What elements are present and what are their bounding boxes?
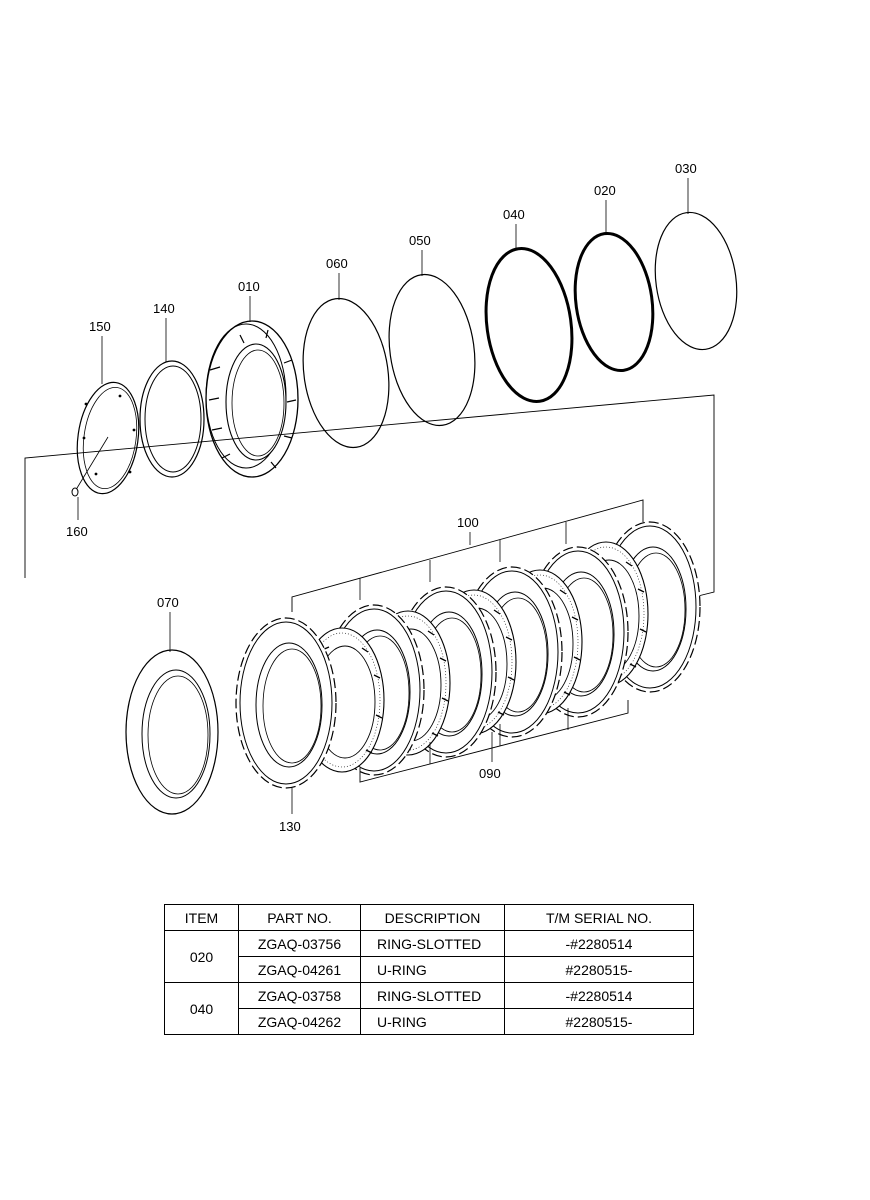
item-cell: 040 [164, 982, 239, 1035]
leader-lines [77, 178, 689, 814]
table-row: 040 ZGAQ-03758 RING-SLOTTED -#2280514 [164, 982, 694, 1035]
callout-140: 140 [153, 301, 175, 316]
part-010-piston [205, 320, 299, 478]
callout-010: 010 [238, 279, 260, 294]
part-020-ring [573, 231, 655, 373]
callout-100: 100 [457, 515, 479, 530]
serial-cell: #2280515- [504, 956, 694, 983]
callout-060: 060 [326, 256, 348, 271]
bracket-100 [291, 499, 644, 612]
serial-cell: -#2280514 [504, 982, 694, 1009]
table-row: 020 ZGAQ-03756 RING-SLOTTED -#2280514 [164, 930, 694, 983]
part-150-plate [76, 381, 140, 495]
description-cell: U-RING [360, 956, 505, 983]
callout-160: 160 [66, 524, 88, 539]
callout-020: 020 [594, 183, 616, 198]
bracket-090-ticks [429, 708, 569, 764]
header-description: DESCRIPTION [360, 904, 505, 931]
part-no-cell: ZGAQ-03758 [238, 982, 361, 1009]
part-050-ring [388, 273, 476, 427]
part-no-cell: ZGAQ-04262 [238, 1008, 361, 1035]
exploded-parts-diagram: 150 140 010 060 050 040 020 030 160 070 … [24, 161, 738, 834]
part-no-cell: ZGAQ-03756 [238, 930, 361, 957]
header-serial-no: T/M SERIAL NO. [504, 904, 694, 931]
table-header-row: ITEM PART NO. DESCRIPTION T/M SERIAL NO. [164, 904, 694, 931]
part-no-cell: ZGAQ-04261 [238, 956, 361, 983]
bracket-090 [359, 700, 629, 783]
description-cell: U-RING [360, 1008, 505, 1035]
table-row: ZGAQ-04262 U-RING #2280515- [165, 1008, 694, 1035]
callout-040: 040 [503, 207, 525, 222]
callout-050: 050 [409, 233, 431, 248]
item-cell: 020 [164, 930, 239, 983]
header-item: ITEM [164, 904, 239, 931]
callout-130: 130 [279, 819, 301, 834]
part-140-ring [139, 360, 205, 478]
callout-150: 150 [89, 319, 111, 334]
header-part-no: PART NO. [238, 904, 361, 931]
part-040-ring [484, 247, 574, 403]
callout-070: 070 [157, 595, 179, 610]
callout-030: 030 [675, 161, 697, 176]
table-row: ZGAQ-04261 U-RING #2280515- [165, 956, 694, 983]
part-070-ring [125, 649, 219, 815]
bracket-100-ticks [359, 522, 567, 600]
serial-cell: -#2280514 [504, 930, 694, 957]
part-030-ring [654, 211, 738, 351]
description-cell: RING-SLOTTED [360, 982, 505, 1009]
description-cell: RING-SLOTTED [360, 930, 505, 957]
assembly-frame [24, 394, 715, 599]
callout-090: 090 [479, 766, 501, 781]
parts-table: ITEM PART NO. DESCRIPTION T/M SERIAL NO.… [164, 904, 694, 1035]
part-060-ring [302, 297, 390, 449]
part-130-plate [235, 617, 337, 789]
serial-cell: #2280515- [504, 1008, 694, 1035]
part-160-bolt [71, 436, 109, 497]
